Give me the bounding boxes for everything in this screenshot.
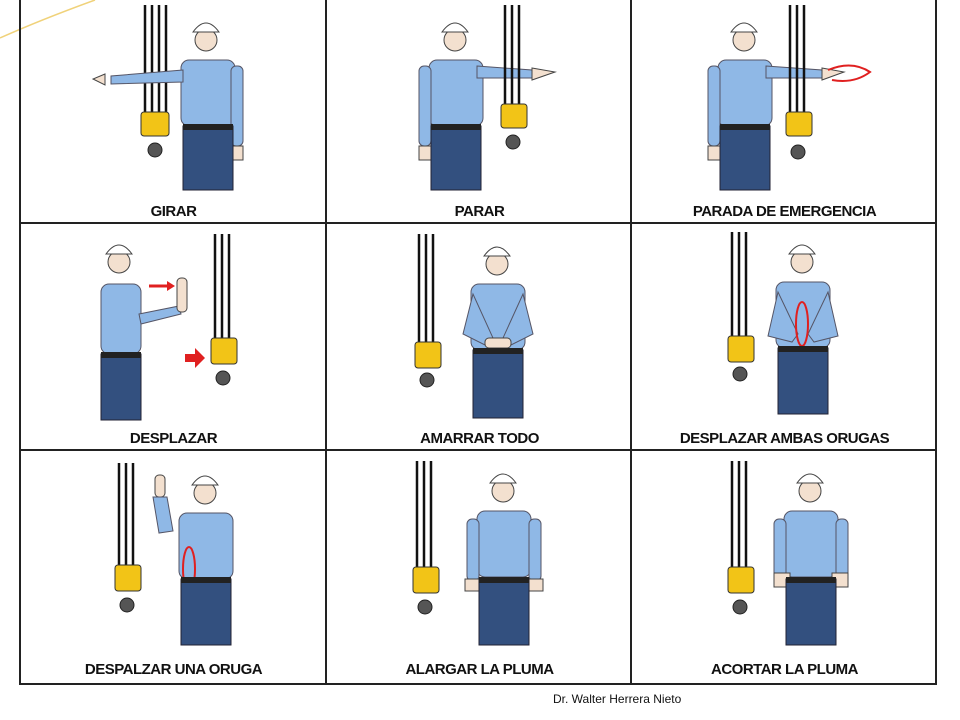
author-credit: Dr. Walter Herrera Nieto xyxy=(553,692,682,706)
girar-illustration xyxy=(91,5,244,191)
grid-line xyxy=(19,0,21,684)
signal-label: DESPALZAR UNA ORUGA xyxy=(84,661,263,678)
decorative-curve xyxy=(0,0,96,39)
signal-cell-desplazar-ambas-orugas: DESPLAZAR AMBAS ORUGAS xyxy=(632,224,935,449)
signal-label: GIRAR xyxy=(150,203,197,220)
grid-line xyxy=(19,222,937,224)
signal-cell-despalzar-una-oruga: DESPALZAR UNA ORUGA xyxy=(21,451,325,683)
signal-cell-parar: PARAR xyxy=(327,0,630,222)
grid-line xyxy=(19,449,937,451)
despalzar-una-oruga-illustration xyxy=(114,463,234,646)
signal-cell-acortar-la-pluma: ACORTAR LA PLUMA xyxy=(632,451,935,683)
signal-label: AMARRAR TODO xyxy=(420,430,539,447)
signal-cell-desplazar: DESPLAZAR xyxy=(21,224,325,449)
grid-line xyxy=(19,683,937,685)
parada-de-emergencia-illustration xyxy=(707,5,872,191)
signal-cell-girar: GIRAR xyxy=(21,0,325,222)
grid-line xyxy=(325,0,327,684)
signal-cell-parada-de-emergencia: PARADA DE EMERGENCIA xyxy=(632,0,935,222)
alargar-la-pluma-illustration xyxy=(412,461,544,646)
signal-label: PARAR xyxy=(454,203,505,220)
signal-label: PARADA DE EMERGENCIA xyxy=(692,203,877,220)
desplazar-illustration xyxy=(100,234,238,421)
signal-cell-amarrar-todo: AMARRAR TODO xyxy=(327,224,630,449)
signal-label: ACORTAR LA PLUMA xyxy=(711,661,858,678)
grid-line xyxy=(935,0,937,684)
desplazar-ambas-orugas-illustration xyxy=(727,232,839,415)
signal-label: ALARGAR LA PLUMA xyxy=(405,661,554,678)
signal-label: DESPLAZAR xyxy=(129,430,218,447)
signal-cell-alargar-la-pluma: ALARGAR LA PLUMA xyxy=(327,451,630,683)
parar-illustration xyxy=(418,5,557,191)
acortar-la-pluma-illustration xyxy=(727,461,849,646)
grid-line xyxy=(630,0,632,684)
amarrar-todo-illustration xyxy=(414,234,534,419)
signal-label: DESPLAZAR AMBAS ORUGAS xyxy=(679,430,890,447)
